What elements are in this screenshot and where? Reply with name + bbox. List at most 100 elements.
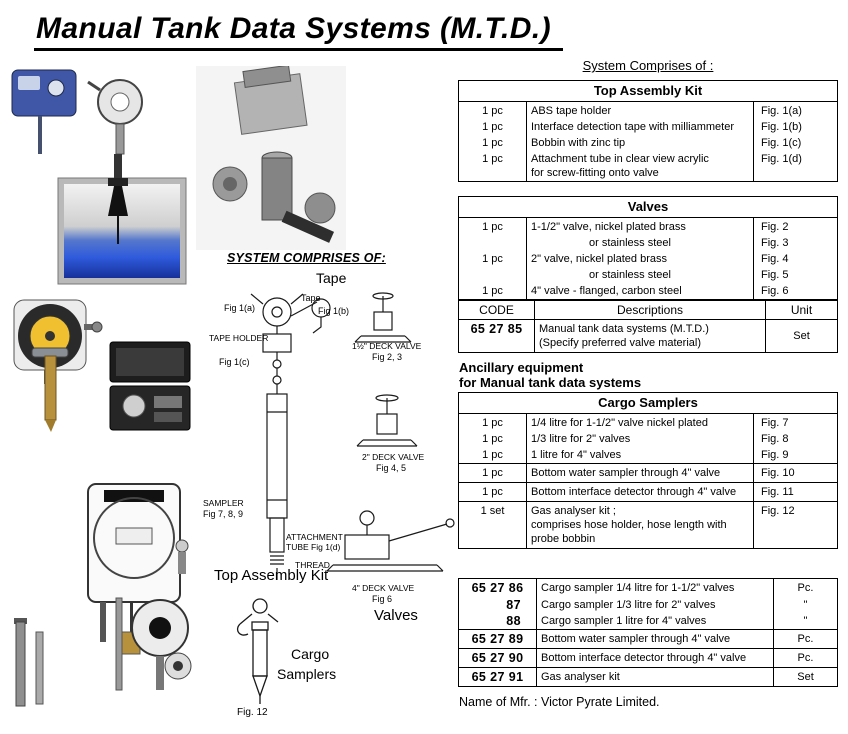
code-table: CODE Descriptions Unit 65 27 85 Manual t… bbox=[458, 300, 838, 353]
table-row: 1 pc Interface detection tape with milli… bbox=[458, 119, 838, 135]
cargo-samplers-caption-line1: Cargo bbox=[291, 646, 330, 662]
desc-cell: 1/4 litre for 1-1/2" valve nickel plated bbox=[531, 417, 708, 429]
desc-cell: Manual tank data systems (M.T.D.) (Speci… bbox=[535, 320, 766, 353]
code-cell: 88 bbox=[458, 613, 537, 630]
table-title: Top Assembly Kit bbox=[458, 80, 838, 102]
desc-cell: 1-1/2" valve, nickel plated brass bbox=[531, 221, 686, 233]
desc-line: probe bobbin bbox=[531, 533, 596, 545]
system-comprises-caption: SYSTEM COMPRISES OF: bbox=[227, 251, 386, 265]
desc-cell: 1/3 litre for 2" valves bbox=[531, 433, 631, 445]
fig-2-3-label: Fig 2, 3 bbox=[372, 352, 403, 362]
tape-small-label: Tape bbox=[301, 293, 321, 303]
desc-cell: Cargo sampler 1/3 litre for 2" valves bbox=[541, 599, 716, 611]
fig-cell: Fig. 6 bbox=[752, 283, 838, 300]
desc-cell: ABS tape holder bbox=[531, 105, 612, 117]
thread-label: THREAD bbox=[295, 560, 330, 570]
desc-line: Gas analyser kit ; bbox=[531, 505, 616, 517]
desc-line: comprises hose holder, hose length with bbox=[531, 519, 727, 531]
ancillary-line: Ancillary equipment bbox=[459, 360, 584, 375]
desc-cell: Bottom interface detector through 4" val… bbox=[536, 648, 774, 668]
photo-instrument-case bbox=[104, 338, 196, 436]
drawing-cargo-sampler bbox=[222, 596, 294, 708]
photo-brass-sampler bbox=[26, 342, 76, 434]
desc-cell: Bottom interface detector through 4" val… bbox=[526, 482, 754, 502]
qty-cell: 1 pc bbox=[458, 119, 527, 135]
table-row: 1 set Gas analyser kit ; comprises hose … bbox=[458, 501, 838, 549]
desc-cell: Cargo sampler 1/4 litre for 1-1/2" valve… bbox=[541, 582, 735, 594]
tape-caption: Tape bbox=[316, 270, 347, 286]
desc-cell: 4" valve - flanged, carbon steel bbox=[531, 285, 682, 297]
cargo-samplers-table: Cargo Samplers 1 pc 1/4 litre for 1-1/2"… bbox=[458, 392, 838, 549]
deck-valve-2-label: 2" DECK VALVE bbox=[362, 452, 425, 462]
fig-1c-label: Fig 1(c) bbox=[219, 357, 250, 367]
photo-equipment-group bbox=[196, 66, 346, 250]
table-row: 1 pc Bottom interface detector through 4… bbox=[458, 482, 838, 502]
qty-cell: 1 pc bbox=[458, 482, 527, 502]
table-title: Cargo Samplers bbox=[458, 392, 838, 414]
qty-cell: 1 pc bbox=[458, 447, 527, 464]
table-row: 1 pc 1-1/2" valve, nickel plated brass F… bbox=[458, 217, 838, 235]
code-cell: 87 bbox=[458, 597, 537, 613]
valves-table: Valves 1 pc 1-1/2" valve, nickel plated … bbox=[458, 196, 838, 300]
fig-cell: Fig. 11 bbox=[752, 482, 838, 502]
table-row: 65 27 85 Manual tank data systems (M.T.D… bbox=[458, 319, 838, 353]
fig-cell: Fig. 3 bbox=[752, 235, 838, 251]
desc-cell: Interface detection tape with milliammet… bbox=[531, 121, 734, 133]
desc-cell: Gas analyser kit ; comprises hose holder… bbox=[526, 501, 754, 549]
photo-sampler-rods bbox=[6, 616, 60, 712]
desc-cell: or stainless steel bbox=[589, 269, 671, 281]
fig-cell: Fig. 10 bbox=[752, 463, 838, 483]
table-row: 65 27 91 Gas analyser kit Set bbox=[458, 667, 838, 687]
table-row: 1 pc ABS tape holder Fig. 1(a) bbox=[458, 101, 838, 119]
desc-cell: 1 litre for 4" valves bbox=[531, 449, 622, 461]
unit-cell: " bbox=[773, 597, 838, 613]
fig-cell: Fig. 1(d) bbox=[752, 151, 838, 182]
table-row: 88 Cargo sampler 1 litre for 4" valves " bbox=[458, 613, 838, 630]
table-title-row: Cargo Samplers bbox=[458, 392, 838, 414]
code-header: CODE bbox=[458, 300, 535, 320]
qty-cell bbox=[458, 235, 527, 251]
unit-cell: Pc. bbox=[773, 578, 838, 597]
fig-cell: Fig. 4 bbox=[752, 251, 838, 267]
table-row: 65 27 90 Bottom interface detector throu… bbox=[458, 648, 838, 668]
fig-4-5-label: Fig 4, 5 bbox=[376, 463, 407, 473]
unit-cell: " bbox=[773, 613, 838, 630]
code-cell: 65 27 89 bbox=[458, 629, 537, 649]
desc-cell: Bottom water sampler through 4" valve bbox=[526, 463, 754, 483]
photo-gauge-device bbox=[110, 592, 198, 702]
drawing-system-schematic bbox=[205, 286, 460, 598]
descriptions-header: Descriptions bbox=[534, 300, 766, 320]
top-assembly-kit-table: Top Assembly Kit 1 pc ABS tape holder Fi… bbox=[458, 80, 838, 182]
qty-cell: 1 pc bbox=[458, 101, 527, 119]
qty-cell: 1 pc bbox=[458, 251, 527, 267]
photo-sounding-machine bbox=[70, 476, 196, 664]
fig-cell: Fig. 9 bbox=[752, 447, 838, 464]
qty-cell: 1 set bbox=[458, 501, 527, 549]
ancillary-note: Ancillary equipment for Manual tank data… bbox=[459, 360, 641, 390]
table-title: Valves bbox=[458, 196, 838, 218]
top-assembly-kit-caption: Top Assembly Kit bbox=[214, 567, 329, 584]
unit-cell: Pc. bbox=[773, 629, 838, 649]
fig-cell: Fig. 1(a) bbox=[752, 101, 838, 119]
desc-cell: Gas analyser kit bbox=[536, 667, 774, 687]
qty-cell: 1 pc bbox=[458, 151, 527, 182]
table-row: 65 27 89 Bottom water sampler through 4"… bbox=[458, 629, 838, 649]
order-codes-table: 65 27 86 Cargo sampler 1/4 litre for 1-1… bbox=[458, 578, 838, 687]
table-row: 1 pc 4" valve - flanged, carbon steel Fi… bbox=[458, 283, 838, 300]
table-header-row: CODE Descriptions Unit bbox=[458, 300, 838, 320]
fig-cell: Fig. 12 bbox=[752, 501, 838, 549]
desc-line: Attachment tube in clear view acrylic bbox=[531, 153, 709, 165]
fig-cell: Fig. 1(c) bbox=[752, 135, 838, 151]
valves-caption: Valves bbox=[374, 607, 418, 624]
fig-cell: Fig. 2 bbox=[752, 217, 838, 235]
tape-holder-label: TAPE HOLDER bbox=[209, 333, 269, 343]
code-cell: 65 27 86 bbox=[458, 578, 537, 597]
qty-cell: 1 pc bbox=[458, 463, 527, 483]
qty-cell: 1 pc bbox=[458, 413, 527, 431]
qty-cell: 1 pc bbox=[458, 217, 527, 235]
table-row: 1 pc 1 litre for 4" valves Fig. 9 bbox=[458, 447, 838, 464]
code-cell: 65 27 85 bbox=[458, 319, 535, 353]
unit-header: Unit bbox=[765, 300, 838, 320]
qty-cell bbox=[458, 267, 527, 283]
